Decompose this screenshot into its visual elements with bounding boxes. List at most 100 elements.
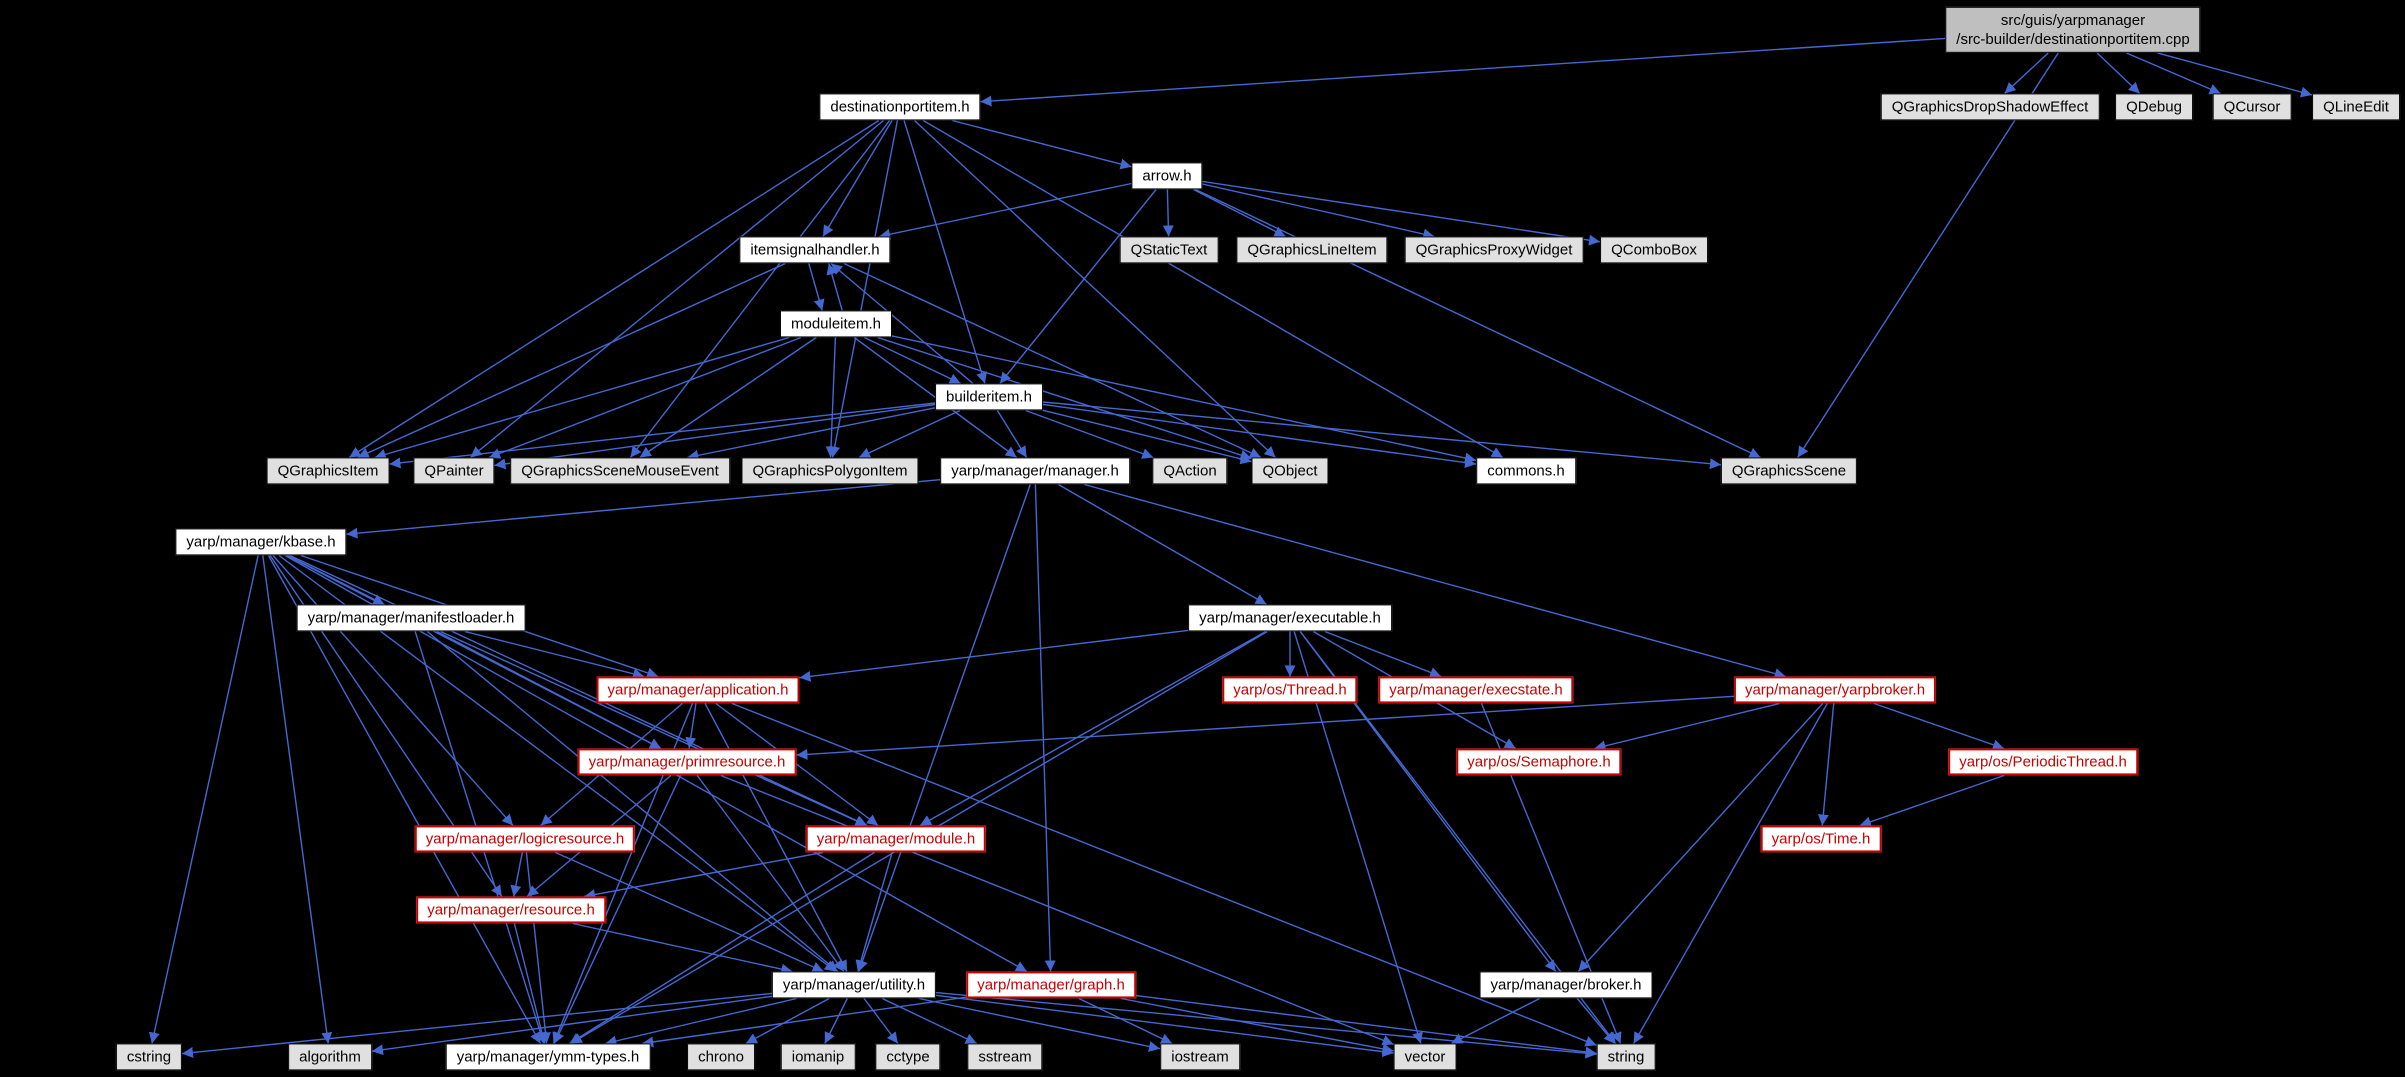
node-label: cctype bbox=[886, 1048, 930, 1066]
graph-node-broker[interactable]: yarp/manager/broker.h bbox=[1479, 971, 1653, 999]
graph-node-commons[interactable]: commons.h bbox=[1476, 457, 1576, 485]
node-label: string bbox=[1607, 1048, 1645, 1066]
graph-node-pthread[interactable]: yarp/os/PeriodicThread.h bbox=[1948, 748, 2138, 776]
node-label: QStaticText bbox=[1130, 241, 1208, 259]
include-edge-dph-ish bbox=[822, 120, 893, 237]
node-label: yarp/manager/manifestloader.h bbox=[307, 609, 515, 627]
graph-node-cstring: cstring bbox=[115, 1043, 183, 1071]
node-label: yarp/manager/execstate.h bbox=[1389, 681, 1563, 699]
include-edge-mloader-app bbox=[464, 630, 645, 680]
node-label: sstream bbox=[978, 1048, 1032, 1066]
include-edge-bi-qgpi bbox=[858, 409, 961, 459]
include-edge-exec-execstate bbox=[1324, 630, 1442, 678]
node-label: QGraphicsPolygonItem bbox=[752, 462, 908, 480]
include-edge-modi-qpainter bbox=[488, 336, 802, 459]
graph-node-ish[interactable]: itemsignalhandler.h bbox=[739, 236, 891, 264]
graph-node-dph[interactable]: destinationportitem.h bbox=[819, 93, 981, 121]
graph-node-module[interactable]: yarp/manager/module.h bbox=[805, 825, 987, 853]
node-label: QDebug bbox=[2126, 98, 2182, 116]
node-label: yarp/manager/module.h bbox=[816, 830, 976, 848]
include-edge-util-iostream bbox=[918, 997, 1161, 1052]
node-label: cstring bbox=[126, 1048, 172, 1066]
include-edge-cpp-qdebug bbox=[2096, 52, 2141, 95]
graph-node-qobject: QObject bbox=[1251, 457, 1329, 485]
node-label: QPainter bbox=[424, 462, 484, 480]
graph-node-mgr[interactable]: yarp/manager/manager.h bbox=[940, 457, 1130, 485]
node-label: yarp/manager/logicresource.h bbox=[425, 830, 625, 848]
include-edge-kbase-logicres bbox=[272, 555, 514, 826]
node-label: yarp/manager/resource.h bbox=[427, 901, 595, 919]
include-edge-app-string bbox=[731, 702, 1597, 1047]
node-label: chrono bbox=[698, 1048, 744, 1066]
graph-node-ymm[interactable]: yarp/manager/ymm-types.h bbox=[445, 1043, 651, 1071]
include-edge-util-cstring bbox=[181, 992, 773, 1058]
node-label: arrow.h bbox=[1142, 167, 1192, 185]
graph-node-sem[interactable]: yarp/os/Semaphore.h bbox=[1456, 748, 1622, 776]
node-label: src/guis/yarpmanager bbox=[2000, 11, 2146, 29]
node-label: algorithm bbox=[299, 1048, 361, 1066]
include-edge-mloader-primres bbox=[436, 630, 662, 750]
include-edge-dph-commons bbox=[922, 119, 1504, 459]
node-label: moduleitem.h bbox=[790, 315, 882, 333]
graph-node-qgsme: QGraphicsSceneMouseEvent bbox=[510, 457, 730, 485]
include-edge-ish-qobject bbox=[843, 262, 1262, 459]
graph-node-arrow[interactable]: arrow.h bbox=[1131, 162, 1203, 190]
graph-node-time[interactable]: yarp/os/Time.h bbox=[1760, 825, 1882, 853]
graph-node-graph[interactable]: yarp/manager/graph.h bbox=[966, 971, 1136, 999]
node-label: QGraphicsLineItem bbox=[1247, 241, 1377, 259]
graph-node-primres[interactable]: yarp/manager/primresource.h bbox=[577, 748, 797, 776]
include-edge-app-util bbox=[704, 703, 848, 972]
graph-node-modi[interactable]: moduleitem.h bbox=[779, 310, 893, 338]
include-edge-util-sstream bbox=[881, 997, 978, 1045]
node-label: yarp/manager/yarpbroker.h bbox=[1744, 681, 1926, 699]
node-label: vector bbox=[1404, 1048, 1446, 1066]
include-edge-mgr-ybroker bbox=[1084, 483, 1786, 679]
graph-node-ybroker[interactable]: yarp/manager/yarpbroker.h bbox=[1733, 676, 1937, 704]
graph-node-thread[interactable]: yarp/os/Thread.h bbox=[1222, 676, 1358, 704]
include-edge-arrow-qgli bbox=[1193, 188, 1286, 238]
node-label: yarp/manager/application.h bbox=[607, 681, 789, 699]
include-edge-dph-qgpi bbox=[829, 120, 899, 458]
graph-node-execstate[interactable]: yarp/manager/execstate.h bbox=[1378, 676, 1574, 704]
include-edge-execstate-string bbox=[1480, 703, 1622, 1044]
node-label: QComboBox bbox=[1611, 241, 1697, 259]
include-edge-arrow-qgs bbox=[1195, 188, 1761, 459]
include-edge-module-util bbox=[855, 852, 893, 972]
include-edge-ybroker-time bbox=[1817, 703, 1835, 826]
include-edge-modi-ish bbox=[826, 263, 843, 311]
include-edge-mgr-graph bbox=[1034, 484, 1056, 972]
node-label: /src-builder/destinationportitem.cpp bbox=[1956, 31, 2190, 48]
node-label: yarp/os/Time.h bbox=[1771, 830, 1871, 848]
include-edge-ybroker-broker bbox=[1577, 703, 1824, 972]
include-edge-util-ymm bbox=[605, 997, 797, 1047]
graph-node-kbase[interactable]: yarp/manager/kbase.h bbox=[175, 528, 347, 556]
graph-node-exec[interactable]: yarp/manager/executable.h bbox=[1188, 604, 1392, 632]
graph-node-bi[interactable]: builderitem.h bbox=[935, 383, 1043, 411]
node-label: iomanip bbox=[791, 1048, 845, 1066]
include-edge-modi-qgsme bbox=[639, 336, 817, 459]
node-label: yarp/manager/primresource.h bbox=[588, 753, 786, 771]
node-label: QCursor bbox=[2223, 98, 2281, 116]
node-label: yarp/manager/broker.h bbox=[1490, 976, 1642, 994]
graph-node-qgpw: QGraphicsProxyWidget bbox=[1404, 236, 1584, 264]
node-label: yarp/manager/ymm-types.h bbox=[456, 1048, 640, 1066]
include-edge-modi-bi bbox=[863, 336, 962, 385]
include-edge-cpp-dph bbox=[980, 37, 1946, 107]
include-edge-broker-vector bbox=[1451, 997, 1540, 1045]
include-edge-cpp-qlineedit bbox=[2157, 52, 2313, 98]
graph-node-logicres[interactable]: yarp/manager/logicresource.h bbox=[414, 825, 636, 853]
include-edge-dph-bi bbox=[903, 120, 987, 384]
include-edge-app-module bbox=[715, 702, 879, 827]
graph-node-mloader[interactable]: yarp/manager/manifestloader.h bbox=[296, 604, 526, 632]
include-edge-mgr-exec bbox=[1058, 483, 1267, 606]
graph-node-util[interactable]: yarp/manager/utility.h bbox=[771, 971, 937, 999]
include-edge-bi-qgs bbox=[1042, 401, 1722, 470]
include-edge-util-vector bbox=[935, 994, 1394, 1058]
graph-node-app[interactable]: yarp/manager/application.h bbox=[596, 676, 800, 704]
include-edge-modi-qgi bbox=[374, 336, 790, 460]
graph-node-cpp[interactable]: src/guis/yarpmanager/src-builder/destina… bbox=[1945, 6, 2201, 54]
node-label: destinationportitem.h bbox=[830, 98, 970, 116]
include-edge-arrow-qcombo bbox=[1202, 180, 1601, 246]
graph-node-res[interactable]: yarp/manager/resource.h bbox=[416, 896, 606, 924]
